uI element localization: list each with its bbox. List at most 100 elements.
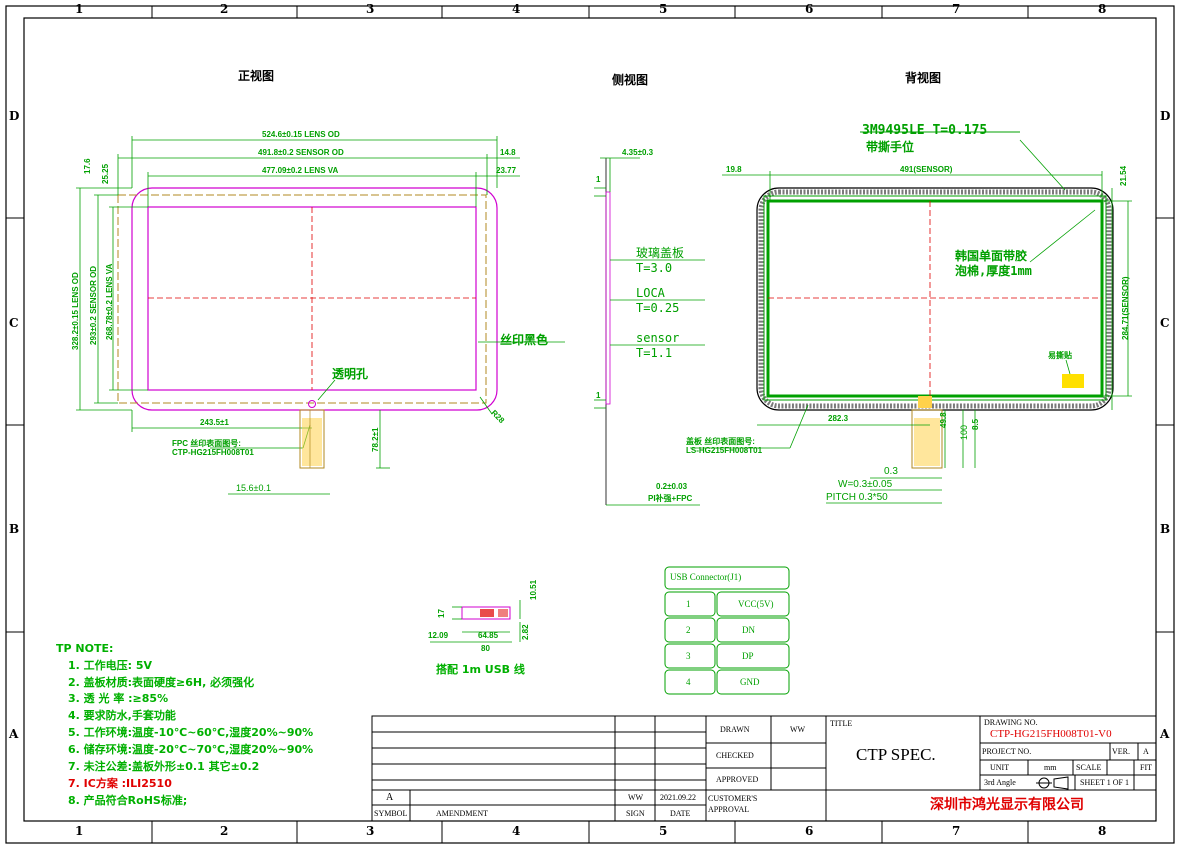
dim-right-offset-b: 23.77 bbox=[496, 166, 517, 175]
projection-label: 3rd Angle bbox=[984, 778, 1016, 787]
sign-header: SIGN bbox=[626, 809, 645, 818]
zone-row-c-right: C bbox=[1160, 316, 1170, 330]
usb-signal-1: VCC(5V) bbox=[738, 599, 774, 609]
dim-fpc-position: 243.5±1 bbox=[200, 418, 229, 427]
zone-col-2-bottom: 2 bbox=[220, 824, 229, 838]
dim-right-offset-a: 14.8 bbox=[500, 148, 516, 157]
zone-col-2: 2 bbox=[220, 2, 229, 16]
fpc-print-label: FPC 丝印表面图号: bbox=[172, 439, 241, 448]
dim-fpc-width: 15.6±0.1 bbox=[236, 483, 271, 493]
zone-row-b-right: B bbox=[1160, 522, 1171, 536]
cover-print-label: 盖板 丝印表面图号: bbox=[686, 437, 755, 446]
fpc-part-number: CTP-HG215FH008T01 bbox=[172, 448, 254, 457]
drawing-title: CTP SPEC. bbox=[856, 745, 936, 764]
dim-usb-f: 2.82 bbox=[521, 624, 530, 640]
dim-usb-e: 80 bbox=[481, 644, 490, 653]
zone-col-4: 4 bbox=[512, 2, 521, 16]
dim-back-b: 100 bbox=[959, 424, 969, 440]
approved-label: APPROVED bbox=[716, 775, 759, 784]
approval-label: APPROVAL bbox=[708, 805, 750, 814]
zone-col-1: 1 bbox=[75, 2, 84, 16]
version-label: VER. bbox=[1112, 747, 1130, 756]
customer-label: CUSTOMER'S bbox=[708, 794, 758, 803]
dim-pin-tolerance: W=0.3±0.05 bbox=[838, 479, 893, 490]
cover-part-number: LS-HG215FH008T01 bbox=[686, 446, 763, 455]
zone-col-3: 3 bbox=[366, 2, 375, 16]
revision-date: 2021.09.22 bbox=[660, 793, 696, 802]
zone-col-7: 7 bbox=[952, 2, 961, 16]
zone-row-c: C bbox=[9, 316, 19, 330]
amendment-header: AMENDMENT bbox=[436, 809, 488, 818]
usb-pin-1: 1 bbox=[686, 599, 691, 609]
dim-back-top-offset: 21.54 bbox=[1119, 165, 1128, 186]
drawing-no-label: DRAWING NO. bbox=[984, 718, 1038, 727]
unit-label: UNIT bbox=[990, 763, 1010, 772]
note-5: 5. 工作环境:温度-10℃~60℃,湿度20%~90% bbox=[68, 726, 314, 739]
clear-hole-label: 透明孔 bbox=[332, 367, 369, 381]
version-value: A bbox=[1143, 747, 1149, 756]
dim-side-bottom: 1 bbox=[596, 391, 601, 400]
dim-back-fpc-position: 282.3 bbox=[828, 414, 849, 423]
dim-sensor-od-height: 293±0.2 SENSOR OD bbox=[89, 265, 98, 345]
zone-col-5: 5 bbox=[659, 2, 668, 16]
usb-pin-3: 3 bbox=[686, 651, 691, 661]
drawing-number: CTP-HG215FH008T01-V0 bbox=[990, 728, 1112, 740]
dim-usb-c: 12.09 bbox=[428, 631, 449, 640]
tape-spec-label: 3M9495LE T=0.175 bbox=[862, 123, 988, 138]
zone-col-1-bottom: 1 bbox=[75, 824, 84, 838]
zone-col-5-bottom: 5 bbox=[659, 824, 668, 838]
foam-thickness-label: 泡棉,厚度1mm bbox=[955, 264, 1032, 278]
dim-back-sensor-width: 491(SENSOR) bbox=[900, 165, 953, 174]
dim-top-offset-b: 25.25 bbox=[101, 163, 110, 184]
layer-sensor-thickness: T=1.1 bbox=[636, 346, 673, 360]
dim-back-sensor-height: 284.71(SENSOR) bbox=[1121, 276, 1130, 340]
zone-row-a: A bbox=[9, 727, 19, 741]
zone-row-d: D bbox=[9, 109, 20, 123]
drawn-label: DRAWN bbox=[720, 725, 750, 734]
project-no-label: PROJECT NO. bbox=[982, 747, 1032, 756]
note-4: 4. 要求防水,手套功能 bbox=[68, 709, 176, 722]
notes-title: TP NOTE: bbox=[56, 642, 114, 655]
usb-signal-4: GND bbox=[740, 677, 760, 687]
note-7: 7. 未注公差:盖板外形±0.1 其它±0.2 bbox=[68, 760, 260, 773]
note-2: 2. 盖板材质:表面硬度≥6H, 必须强化 bbox=[68, 676, 255, 689]
scale-value: FIT bbox=[1140, 763, 1152, 772]
dim-back-c: 8.5 bbox=[971, 418, 980, 430]
foam-tape-label: 韩国单面带胶 bbox=[955, 249, 1028, 263]
zone-col-6-bottom: 6 bbox=[805, 824, 814, 838]
tape-pull-tab-label: 带撕手位 bbox=[866, 140, 915, 154]
note-3: 3. 透 光 率 :≥85% bbox=[68, 692, 169, 705]
dim-usb-a: 17 bbox=[437, 609, 446, 618]
layer-sensor: sensor bbox=[636, 331, 680, 345]
revision-symbol-mark: A bbox=[386, 792, 394, 803]
dim-pin-pitch: PITCH 0.3*50 bbox=[826, 492, 888, 503]
drawn-by: WW bbox=[790, 725, 806, 734]
zone-col-8-bottom: 8 bbox=[1098, 824, 1107, 838]
dim-lens-od-width: 524.6±0.15 LENS OD bbox=[262, 130, 340, 139]
layer-loca-thickness: T=0.25 bbox=[636, 301, 680, 315]
company-name: 深圳市鸿光显示有限公司 bbox=[930, 797, 1084, 813]
checked-label: CHECKED bbox=[716, 751, 754, 760]
side-view-title: 侧视图 bbox=[612, 73, 649, 87]
symbol-header: SYMBOL bbox=[374, 809, 408, 818]
fpc-stiffener-label: PI补强+FPC bbox=[648, 494, 693, 503]
revision-sign: WW bbox=[628, 793, 644, 802]
dim-back-left-offset: 19.8 bbox=[726, 165, 742, 174]
print-color-label: 丝印黑色 bbox=[500, 333, 549, 347]
note-1: 1. 工作电压: 5V bbox=[68, 659, 153, 672]
dim-back-a: 49.8 bbox=[939, 412, 948, 428]
front-view-title: 正视图 bbox=[238, 69, 275, 83]
note-ic: 7. IC方案 :ILI2510 bbox=[68, 777, 172, 790]
usb-signal-3: DP bbox=[742, 651, 754, 661]
zone-row-d-right: D bbox=[1160, 109, 1171, 123]
sheet-label: SHEET 1 OF 1 bbox=[1080, 778, 1129, 787]
dim-total-thickness: 4.35±0.3 bbox=[622, 148, 654, 157]
zone-col-6: 6 bbox=[805, 2, 814, 16]
back-view-title: 背视图 bbox=[905, 71, 942, 85]
dim-lens-va-width: 477.09±0.2 LENS VA bbox=[262, 166, 339, 175]
note-6: 6. 储存环境:温度-20℃~70℃,湿度20%~90% bbox=[68, 743, 314, 756]
unit-value: mm bbox=[1044, 763, 1057, 772]
usb-cable-caption: 搭配 1m USB 线 bbox=[436, 663, 525, 676]
layer-cover-glass: 玻璃盖板 bbox=[636, 246, 685, 260]
